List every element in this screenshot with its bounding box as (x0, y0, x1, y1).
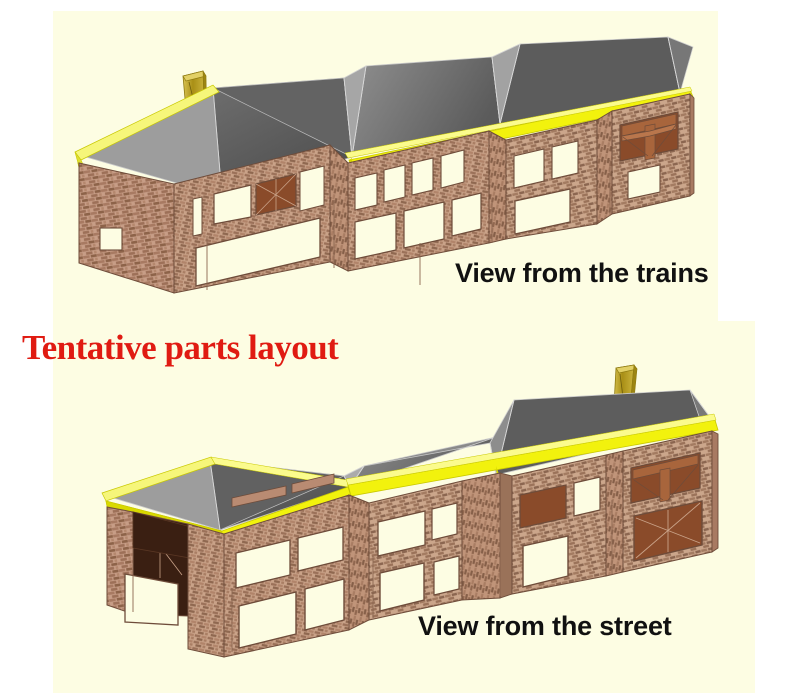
timber-truss-bay4-bottom (632, 454, 699, 503)
opening-bay1-bottom-lower (238, 591, 297, 649)
window-bay2-d (440, 149, 465, 189)
opening-bay3-bottom-a (519, 484, 567, 529)
opening-bay1-large (195, 217, 321, 287)
pier-central-bottom-view (461, 472, 501, 601)
window-bay1-bottom-a (235, 539, 291, 589)
window-bay1-bottom-b (297, 526, 344, 572)
wall-bay1-bottom-view (187, 523, 225, 658)
lintel-bay1-bottom (231, 485, 287, 508)
opening-bay2-lower-b (403, 201, 445, 249)
lintel-bay1-bottom-b (291, 473, 335, 494)
wall-right-return-top-view (689, 93, 695, 197)
window-left-end-small (99, 227, 123, 251)
window-bay1-c-bracing (255, 173, 297, 216)
window-bay2-bottom-a (377, 510, 426, 557)
window-bay3-bottom-c (573, 476, 601, 517)
building-view-from-trains (74, 36, 695, 294)
caption-view-from-street: View from the street (418, 611, 672, 641)
wall-right-return-bottom-view (711, 430, 719, 553)
opening-bay2-bottom-lower (379, 562, 425, 612)
window-bay4-a (627, 164, 661, 200)
window-bay2-c (411, 157, 434, 196)
window-bay1-a (192, 196, 203, 237)
pier-right-bottom-view (605, 450, 624, 577)
window-bay2-a (354, 172, 378, 211)
timber-truss-bay4 (621, 113, 677, 161)
window-bay1-b (213, 184, 252, 225)
window-bay2-b (383, 164, 406, 203)
building-view-from-street (101, 364, 719, 658)
window-bay2-bottom-c (433, 555, 460, 596)
opening-bay2-lower-c (451, 192, 482, 237)
pier-1-top-view (329, 143, 349, 272)
pier-central-side-bottom (499, 472, 513, 599)
window-bay3-a (513, 148, 545, 189)
opening-bay3-lower (514, 188, 571, 235)
caption-view-from-trains: View from the trains (455, 258, 709, 288)
opening-bay1-mid (299, 165, 325, 212)
wall-left-end-top-view (78, 162, 175, 294)
opening-bay1-bottom-lower-b (304, 578, 345, 631)
left-opening-lower-bottom (124, 573, 179, 626)
opening-bay3-bottom-b (522, 535, 569, 588)
pier-1-bottom-view (348, 494, 370, 631)
timber-truss-bay4-bottom-2 (635, 502, 701, 559)
structural-studs-bottom (132, 500, 613, 652)
structural-studs-top (206, 160, 611, 290)
window-bay3-b (551, 140, 579, 180)
window-bay2-bottom-b (431, 502, 458, 541)
opening-bay2-lower-a (354, 212, 397, 260)
page-title: Tentative parts layout (22, 328, 339, 367)
